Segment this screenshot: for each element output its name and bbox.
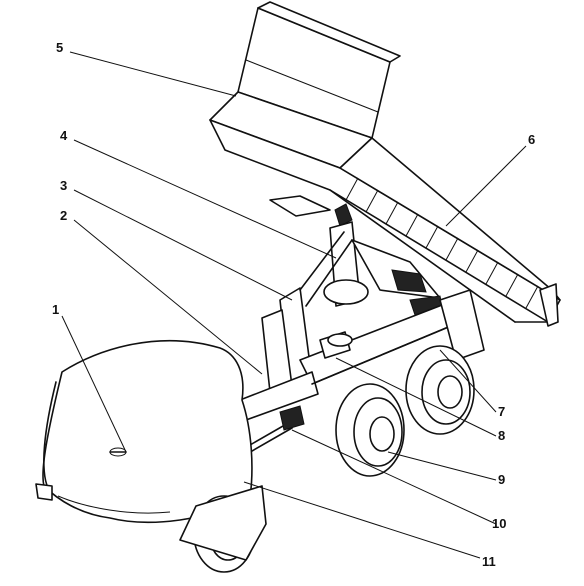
callout-6: 6 xyxy=(528,132,535,147)
callout-7: 7 xyxy=(498,404,505,419)
callout-9: 9 xyxy=(498,472,505,487)
callout-4: 4 xyxy=(60,128,68,143)
rear-wheels xyxy=(335,345,475,477)
callout-2: 2 xyxy=(60,208,67,223)
leader-lines xyxy=(61,51,527,559)
front-wheel xyxy=(179,485,267,573)
callout-1: 1 xyxy=(52,302,59,317)
callout-3: 3 xyxy=(60,178,67,193)
callout-11: 11 xyxy=(482,554,496,569)
dump-body xyxy=(209,1,561,327)
chassis-frame xyxy=(205,289,485,476)
callout-10: 10 xyxy=(492,516,506,531)
callout-labels: 1 2 3 4 5 6 7 8 9 10 11 xyxy=(52,40,535,569)
callout-8: 8 xyxy=(498,428,505,443)
callout-5: 5 xyxy=(56,40,63,55)
cab xyxy=(35,339,253,524)
hoist-mechanism xyxy=(261,221,445,393)
